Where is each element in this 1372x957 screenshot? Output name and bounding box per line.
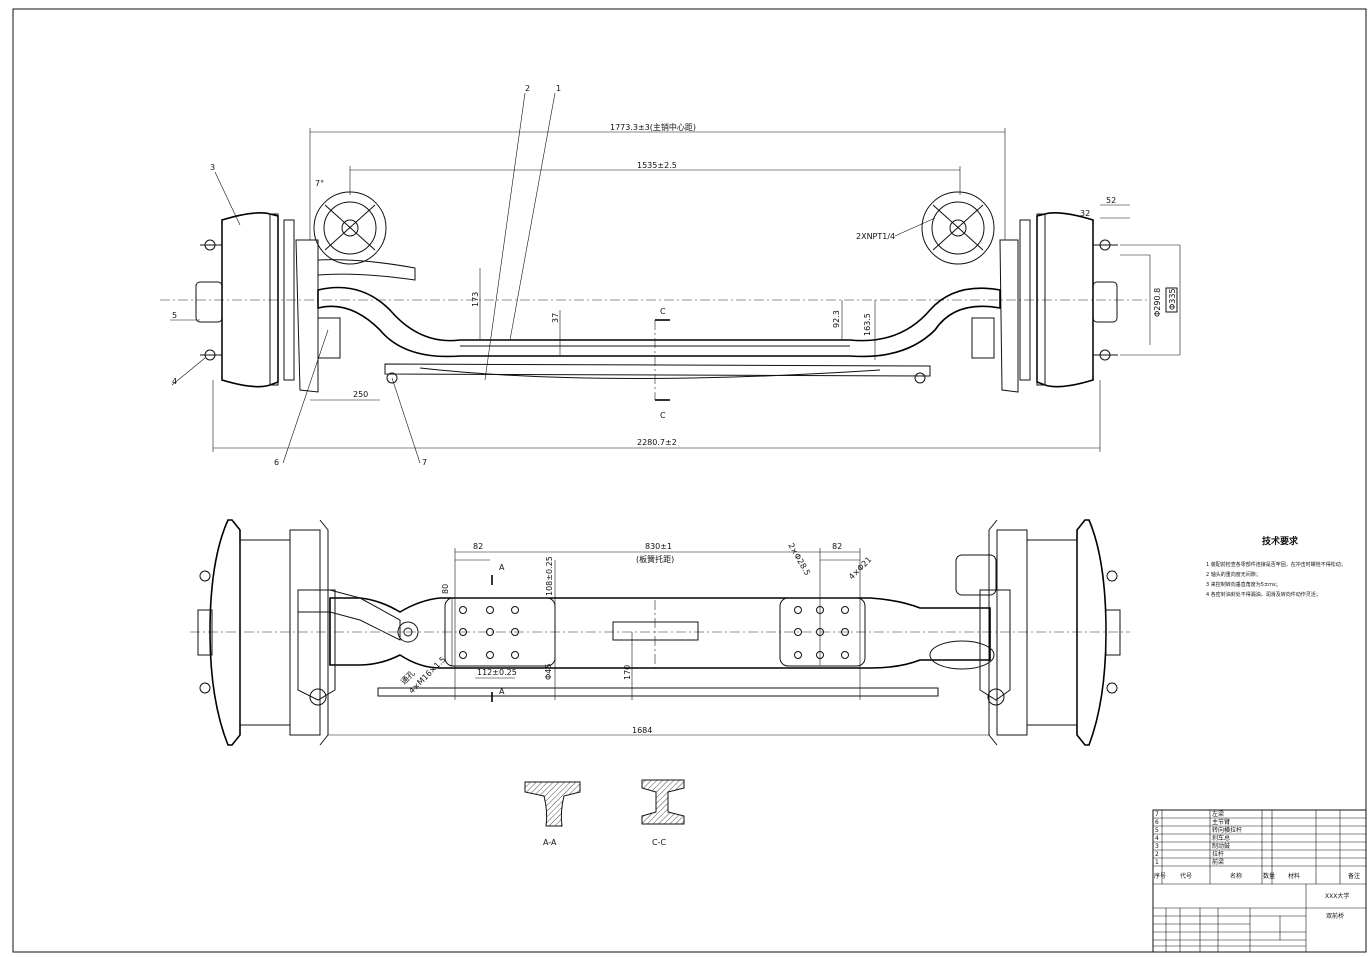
callout-7: 7 [422,458,427,467]
bom-header-note: 备注 [1348,872,1360,880]
bom-header-code: 代号 [1180,872,1192,880]
bom-row-2-no: 2 [1155,851,1159,858]
dim-250: 250 [353,390,368,399]
section-aa: A-A [524,781,581,847]
bom-row-1-name: 前梁 [1212,858,1224,866]
section-c-top: C [660,307,666,316]
dim-45: Φ45 [544,664,553,680]
dim-drum-diameter: Φ290.8 [1153,288,1162,317]
bom-header-qty: 数量 [1263,872,1275,880]
tech-requirements: 技术要求 1 装配前检查各零部件连接是否牢固，在冲击时螺栓不得松动； 2 轴头的… [1206,535,1346,598]
callout-2: 2 [525,84,530,93]
section-a-top: A [499,563,505,572]
dim-170: 170 [623,665,632,680]
callout-5: 5 [172,311,177,320]
section-c-bottom: C [660,411,666,420]
top-view: 830±1 (板簧托距) 82 82 108±0.25 80 112±0.25 … [190,519,1130,746]
hole-right: 2×Φ28.5 [786,542,812,578]
dim-163-5: 163.5 [863,313,872,336]
bom-row-5-no: 5 [1155,827,1159,834]
bom-row-6-name: 主节臂 [1212,818,1230,826]
dim-32: 32 [1080,209,1090,218]
callout-6: 6 [274,458,279,467]
bom-row-2-name: 拉杆 [1212,850,1224,858]
bom-header-material: 材料 [1288,872,1300,880]
title-block: 7 左梁 6 主节臂 5 转向横拉杆 4 刹车总 3 制动鼓 2 拉杆 1 前梁… [1152,809,1367,953]
dim-92-3: 92.3 [832,310,841,328]
dim-chamber-span: 1535±2.5 [637,161,677,170]
dim-overall-width: 2280.7±2 [637,438,677,447]
callout-3: 3 [210,163,215,172]
dim-drum-code: Φ335 [1168,288,1177,310]
bom-row-3-name: 制动鼓 [1212,842,1230,850]
tech-item-2: 2 轴头的重向度无间隙； [1206,571,1261,578]
dim-82-left: 82 [473,542,483,551]
dim-spring-seat: 830±1 [645,542,672,551]
bom-row-3-no: 3 [1155,843,1159,850]
bom-row-4-name: 刹车总 [1212,834,1230,842]
callout-1: 1 [556,84,561,93]
section-cc: C-C [641,779,685,847]
bom-row-6-no: 6 [1155,819,1159,826]
drawing-border [12,8,1367,953]
dim-37: 37 [551,313,560,323]
tech-item-4: 4 各密封油封处不得漏油，润滑及转向件动作灵活； [1206,591,1321,598]
dim-52: 52 [1106,196,1116,205]
bom-row-1-no: 1 [1155,859,1159,866]
dim-kingpin: 1773.3±3(主销中心距) [610,122,696,132]
thread-note: 2XNPT1/4 [856,232,895,241]
title-school: XXX大学 [1325,892,1349,900]
angle-7: 7° [315,179,324,188]
bom-header-name: 名称 [1230,872,1242,880]
front-view: 1773.3±3(主销中心距) 1535±2.5 2280.7±2 52 32 … [160,84,1181,467]
section-cc-label: C-C [652,838,666,847]
bom-row-7-name: 左梁 [1212,810,1224,818]
dim-80: 80 [441,584,450,594]
section-a-bottom: A [499,687,505,696]
dim-spring-seat-note: (板簧托距) [636,554,674,564]
bom-header-no: 序号 [1154,872,1166,880]
dim-tie-rod: 1684 [632,726,652,735]
dim-108: 108±0.25 [545,556,554,596]
tech-item-3: 3 来控制转向垂直角度为5±ms； [1206,581,1281,588]
bom-row-5-name: 转向横拉杆 [1212,826,1242,834]
dim-82-right: 82 [832,542,842,551]
section-aa-label: A-A [543,838,557,847]
bom-row-7-no: 7 [1155,811,1159,818]
title-drawing-name: 双前桥 [1326,912,1344,920]
dim-173: 173 [471,292,480,307]
bom-row-4-no: 4 [1155,835,1159,842]
callout-4: 4 [172,377,177,386]
dim-112: 112±0.25 [477,668,517,677]
tech-title: 技术要求 [1262,535,1299,547]
tech-item-1: 1 装配前检查各零部件连接是否牢固，在冲击时螺栓不得松动； [1206,561,1346,568]
